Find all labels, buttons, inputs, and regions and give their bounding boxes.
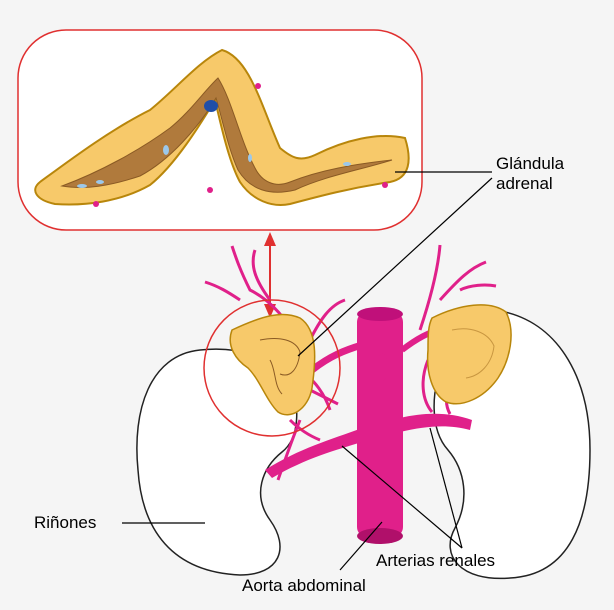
small-vessel xyxy=(343,162,351,166)
small-vessel xyxy=(77,184,87,188)
gland-label-line1: Glándula xyxy=(496,154,564,174)
aorta-top xyxy=(357,307,403,321)
gland-label-line2: adrenal xyxy=(496,174,553,194)
aorta-label: Aorta abdominal xyxy=(242,576,366,596)
small-vessel xyxy=(96,180,104,184)
aorta-opening xyxy=(357,528,403,544)
small-vessel xyxy=(163,145,169,155)
kidneys-label: Riñones xyxy=(34,513,96,533)
capsular-artery xyxy=(93,201,99,207)
abdominal-aorta xyxy=(357,312,403,537)
central-vein xyxy=(204,100,218,112)
small-vessel xyxy=(248,154,252,162)
capsular-artery xyxy=(382,182,388,188)
capsular-artery xyxy=(207,187,213,193)
capsular-artery xyxy=(255,83,261,89)
renal-arteries-label: Arterias renales xyxy=(376,551,495,571)
